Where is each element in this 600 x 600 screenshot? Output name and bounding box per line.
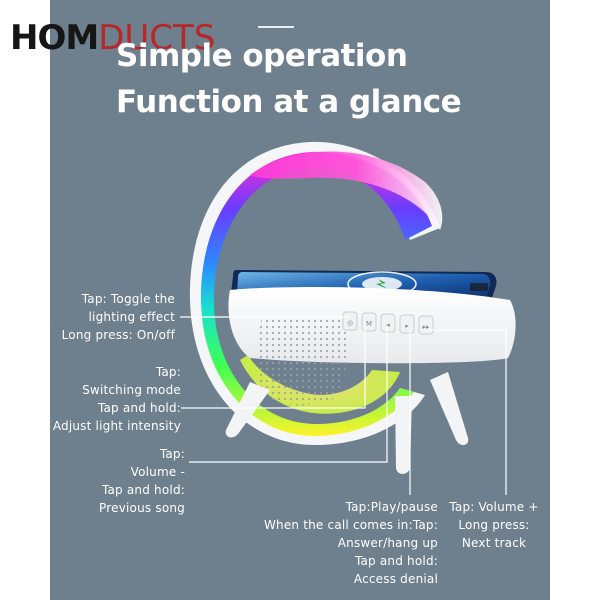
callout-mode-line2: Switching mode: [82, 383, 181, 397]
callout-mode: Tap: Switching mode Tap and hold: Adjust…: [50, 363, 181, 435]
callout-volume-down-line1: Tap:: [159, 447, 185, 461]
callout-play-line1: Tap:Play/pause: [345, 500, 438, 514]
leg-center: [395, 396, 412, 474]
callout-lighting-line1: Tap: Toggle the: [81, 292, 175, 306]
svg-text:▸▸: ▸▸: [422, 323, 430, 331]
speaker-grill: [256, 318, 348, 406]
callout-volume-up: Tap: Volume + Long press: Next track: [446, 498, 542, 552]
callout-volume-down-line2: Volume -: [130, 465, 185, 479]
svg-text:◎: ◎: [347, 319, 353, 327]
callout-lines: [180, 316, 507, 495]
brand-logo: HOM DUCTS: [10, 18, 215, 58]
headline-line-1: Simple operation: [116, 38, 408, 74]
callout-volume-down-line4: Previous song: [99, 501, 185, 515]
callout-mode-line4: Adjust light intensity: [52, 419, 181, 433]
callout-volume-up-line2: Long press:: [458, 518, 530, 532]
svg-text:◂: ◂: [386, 321, 390, 329]
headline-line-2: Function at a glance: [116, 84, 462, 120]
callout-play: Tap:Play/pause When the call comes in:Ta…: [262, 498, 438, 588]
callout-mode-line3: Tap and hold:: [97, 401, 181, 415]
leg-right: [430, 372, 469, 446]
callout-play-line4: Tap and hold:: [354, 554, 438, 568]
logo-text-secondary: DUCTS: [98, 18, 216, 58]
callout-volume-up-line1: Tap: Volume +: [449, 500, 539, 514]
callout-lighting-line3: Long press: On/off: [61, 328, 175, 342]
callout-play-line3: Answer/hang up: [337, 536, 438, 550]
control-buttons: ◎ M ◂ ▸ ▸▸: [342, 311, 434, 335]
callout-mode-line1: Tap:: [155, 365, 181, 379]
leg-left: [225, 382, 270, 438]
svg-text:▸: ▸: [405, 322, 409, 330]
top-arc-glow: [250, 151, 443, 230]
svg-text:M: M: [366, 320, 372, 328]
logo-text-primary: HOM: [10, 18, 99, 58]
callout-volume-down: Tap: Volume - Tap and hold: Previous son…: [60, 445, 185, 517]
callout-volume-down-line3: Tap and hold:: [101, 483, 185, 497]
callout-play-line5: Access denial: [353, 572, 438, 586]
callout-lighting: Tap: Toggle the lighting effect Long pre…: [50, 290, 175, 344]
top-divider: [258, 26, 294, 28]
callout-lighting-line2: lighting effect: [88, 310, 175, 324]
callout-volume-up-line3: Next track: [461, 536, 527, 550]
callout-play-line2: When the call comes in:Tap:: [263, 518, 438, 532]
